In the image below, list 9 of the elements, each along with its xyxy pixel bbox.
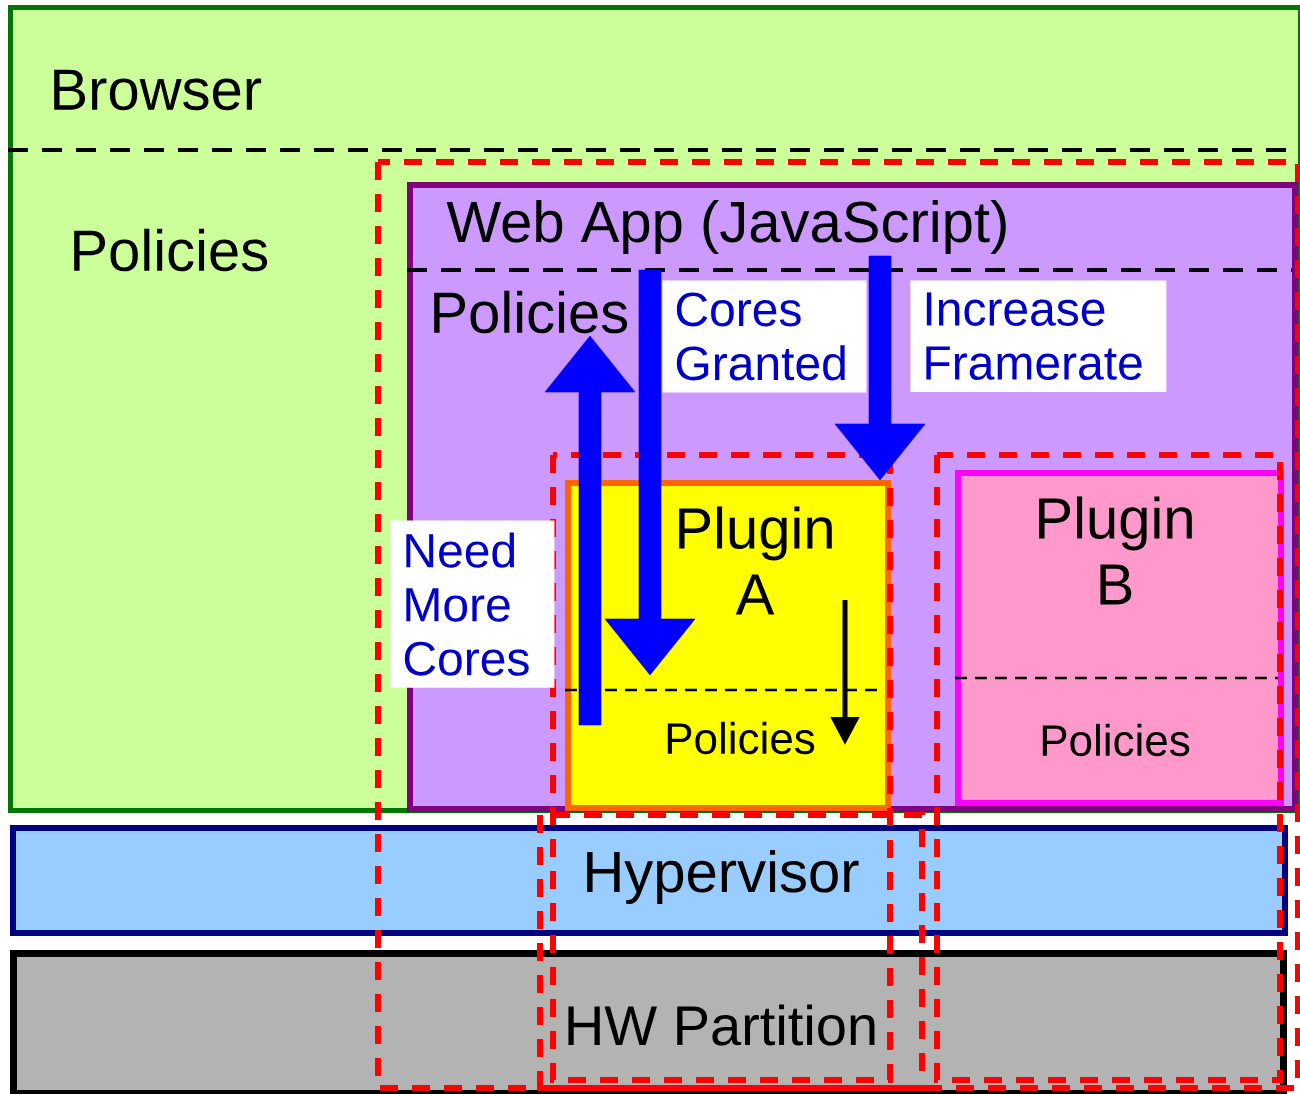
edge-label: Increase Framerate xyxy=(910,280,1167,392)
plugin-box: Plugin B Policies xyxy=(955,470,1284,806)
hardware-bar: HW Partition xyxy=(10,950,1287,1094)
hypervisor-bar: Hypervisor xyxy=(10,825,1288,936)
arrow xyxy=(544,335,636,726)
edge-label: Cores Granted xyxy=(662,280,867,393)
arrow xyxy=(604,269,696,676)
edge-label: Need More Cores xyxy=(390,520,555,688)
arrow xyxy=(834,255,926,481)
